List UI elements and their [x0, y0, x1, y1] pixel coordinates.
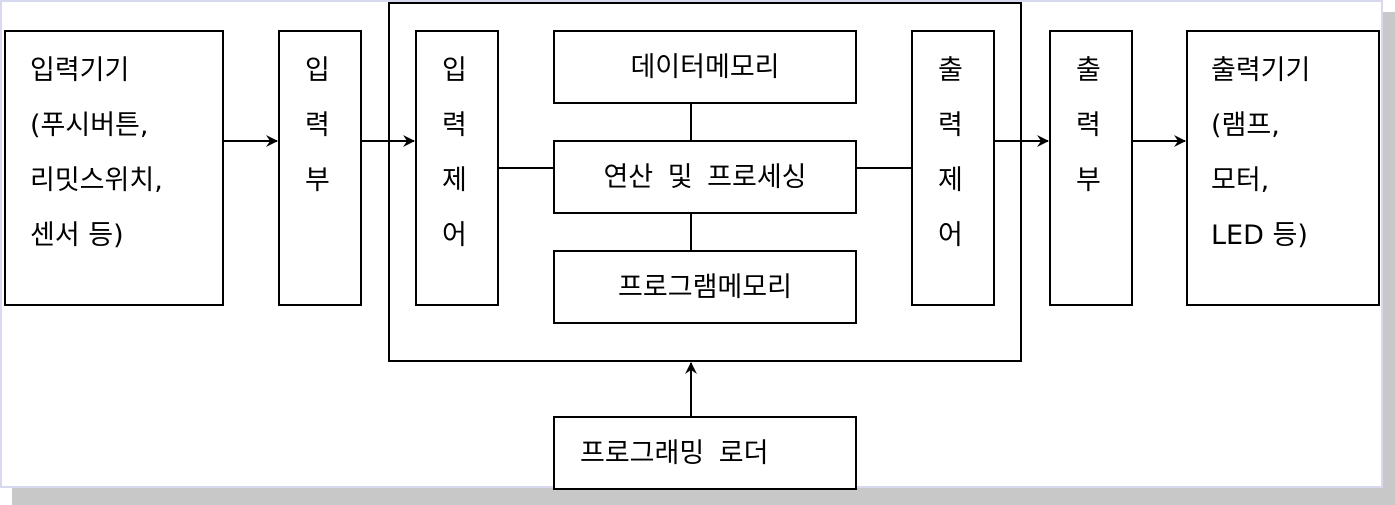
output-device-line-1: 출력기기	[1211, 55, 1311, 86]
input-control-block	[415, 30, 499, 306]
output-control-char-3: 제	[938, 165, 963, 196]
output-device-line-3: 모터,	[1211, 165, 1270, 196]
input-device-line-1: 입력기기	[30, 55, 130, 86]
input-control-char-3: 제	[442, 165, 467, 196]
input-unit-char-2: 력	[305, 110, 330, 141]
output-control-char-2: 력	[938, 110, 963, 141]
processing-block: 연산 및 프로세싱	[553, 140, 857, 214]
input-control-char-1: 입	[442, 55, 467, 86]
program-memory-label: 프로그램메모리	[618, 271, 792, 303]
output-unit-block	[1049, 30, 1133, 306]
program-memory-block: 프로그램메모리	[553, 250, 857, 324]
input-device-block	[4, 30, 224, 306]
input-device-line-2: (푸시버튼,	[30, 110, 149, 141]
output-control-char-4: 어	[938, 220, 963, 251]
program-loader-label: 프로그래밍 로더	[580, 438, 769, 469]
input-control-char-4: 어	[442, 220, 467, 251]
input-unit-block	[278, 30, 362, 306]
output-control-block	[911, 30, 995, 306]
output-unit-char-2: 력	[1076, 110, 1101, 141]
input-control-char-2: 력	[442, 110, 467, 141]
program-loader-block	[553, 416, 857, 490]
output-control-char-1: 출	[938, 55, 963, 86]
data-memory-label: 데이터메모리	[630, 51, 780, 83]
input-unit-char-1: 입	[305, 55, 330, 86]
output-device-block	[1186, 30, 1380, 306]
output-device-line-2: (램프,	[1211, 110, 1280, 141]
input-device-line-4: 센서 등)	[30, 220, 124, 251]
input-unit-char-3: 부	[305, 165, 330, 196]
processing-label: 연산 및 프로세싱	[603, 161, 807, 193]
input-device-line-3: 리밋스위치,	[30, 165, 163, 196]
output-unit-char-1: 출	[1076, 55, 1101, 86]
data-memory-block: 데이터메모리	[553, 30, 857, 104]
output-device-line-4: LED 등)	[1211, 220, 1308, 251]
output-unit-char-3: 부	[1076, 165, 1101, 196]
